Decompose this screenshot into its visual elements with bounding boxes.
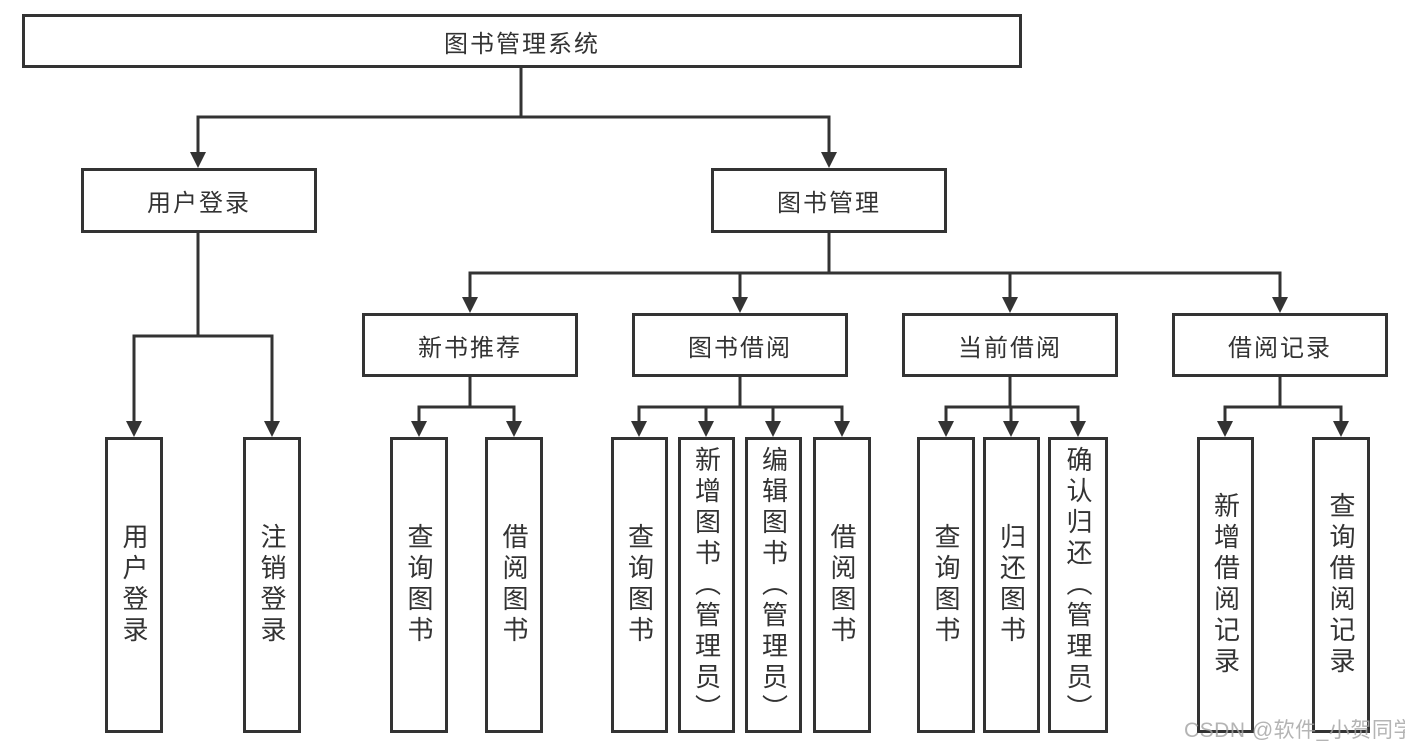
node-user-login-group: 用户登录 [81,168,317,233]
node-root-label: 图书管理系统 [444,30,600,58]
leaf-add-books-admin-label: 新增图书（管理员） [691,445,722,725]
leaf-add-books-admin: 新增图书（管理员） [678,437,735,733]
leaf-add-borrow-record-label: 新增借阅记录 [1210,492,1241,678]
leaf-edit-books-admin-label: 编辑图书（管理员） [758,445,789,725]
node-current-borrow-label: 当前借阅 [958,334,1062,362]
leaf-logout-label: 注销登录 [257,523,287,647]
leaf-return-books: 归还图书 [983,437,1040,733]
leaf-confirm-return-admin-label: 确认归还（管理员） [1063,445,1093,725]
leaf-query-books-recommend: 查询图书 [390,437,448,733]
node-user-login-group-label: 用户登录 [147,190,251,217]
node-borrow-records: 借阅记录 [1172,313,1388,377]
node-new-book-recommend: 新书推荐 [362,313,578,377]
leaf-user-login-label: 用户登录 [119,523,149,647]
node-book-management: 图书管理 [711,168,947,233]
node-new-book-recommend-label: 新书推荐 [418,334,522,362]
leaf-return-books-label: 归还图书 [996,523,1027,647]
node-root: 图书管理系统 [22,14,1022,68]
leaf-user-login: 用户登录 [105,437,163,733]
leaf-add-borrow-record: 新增借阅记录 [1197,437,1254,733]
node-book-management-label: 图书管理 [777,190,881,217]
leaf-query-borrow-record-label: 查询借阅记录 [1326,492,1356,678]
leaf-confirm-return-admin: 确认归还（管理员） [1048,437,1108,733]
leaf-query-books-current-label: 查询图书 [931,523,961,647]
node-current-borrow: 当前借阅 [902,313,1118,377]
leaf-borrow-books-recommend: 借阅图书 [485,437,543,733]
leaf-query-books-borrow: 查询图书 [611,437,668,733]
leaf-borrow-books-borrow: 借阅图书 [813,437,871,733]
node-book-borrow-label: 图书借阅 [688,334,792,362]
leaf-query-books-recommend-label: 查询图书 [404,523,434,647]
watermark: CSDN @软件_小贺同学 [1184,719,1405,742]
leaf-query-books-borrow-label: 查询图书 [624,523,655,647]
leaf-query-books-current: 查询图书 [917,437,975,733]
leaf-edit-books-admin: 编辑图书（管理员） [745,437,802,733]
arrowheads [126,152,1349,437]
leaf-query-borrow-record: 查询借阅记录 [1312,437,1370,733]
leaf-borrow-books-borrow-label: 借阅图书 [827,523,857,647]
node-book-borrow: 图书借阅 [632,313,848,377]
leaf-borrow-books-recommend-label: 借阅图书 [499,523,529,647]
node-borrow-records-label: 借阅记录 [1228,334,1332,362]
leaf-logout: 注销登录 [243,437,301,733]
